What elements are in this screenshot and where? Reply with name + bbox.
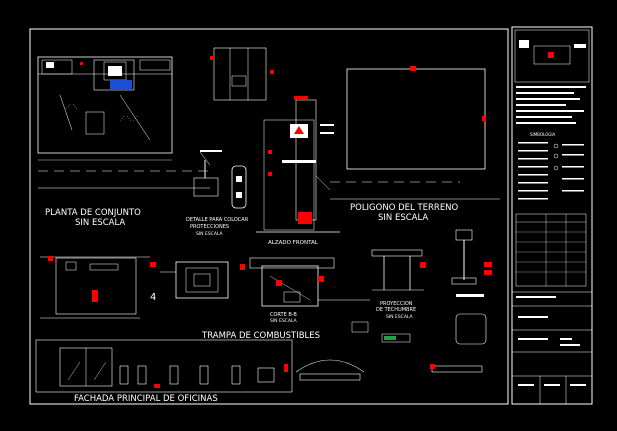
poligono-terreno-view: POLIGONO DEL TERRENO SIN ESCALA [330, 66, 500, 223]
proyeccion-title-1: PROYECCION [380, 301, 413, 307]
svg-text:⋰ ⋱ ⋰: ⋰ ⋱ ⋰ [120, 116, 138, 122]
detalle-scale: SIN ESCALA [196, 231, 224, 237]
poligono-title: POLIGONO DEL TERRENO [350, 203, 459, 213]
corte-bb-view: CORTE B-B SIN ESCALA TRAMPA DE COMBUSTIB… [201, 257, 370, 341]
detalle-title-2: PROTECCIONES [190, 224, 229, 230]
alzado-frontal-view: ALZADO FRONTAL [256, 96, 340, 246]
corte-scale: SIN ESCALA [270, 318, 298, 324]
title-block-border [511, 26, 593, 405]
planta-de-conjunto-view: ⋰ ⋱ ⋰ ⋱ ⋰ PLANTA DE CONJUNTO SIN ESCALA [37, 56, 210, 228]
title-block: SIMBOLOGIA [512, 29, 592, 404]
elevacion-lateral-view: 4 [40, 256, 156, 319]
proyeccion-techumbre-view: PROYECCION DE TECHUMBRE SIN ESCALA [371, 249, 426, 320]
fachada-principal-view: FACHADA PRINCIPAL DE OFICINAS [35, 339, 293, 404]
alzado-title: ALZADO FRONTAL [268, 240, 319, 246]
trampa-planta-view [160, 261, 245, 299]
planta-title: PLANTA DE CONJUNTO [45, 208, 141, 218]
simbologia-title: SIMBOLOGIA [530, 132, 556, 137]
poligono-scale: SIN ESCALA [378, 213, 428, 223]
detalle-columna-view [451, 229, 492, 297]
techumbre-elevacion-view [295, 313, 487, 381]
detalle-protecciones-view: DETALLE PARA COLOCAR PROTECCIONES SIN ES… [186, 47, 274, 237]
trampa-title: TRAMPA DE COMBUSTIBLES [201, 331, 320, 341]
fachada-title: FACHADA PRINCIPAL DE OFICINAS [74, 394, 218, 404]
proyeccion-title-2: DE TECHUMBRE [376, 307, 416, 313]
corte-title: CORTE B-B [270, 312, 297, 318]
proyeccion-scale: SIN ESCALA [386, 314, 414, 320]
planta-scale: SIN ESCALA [75, 218, 125, 228]
detalle-title-1: DETALLE PARA COLOCAR [186, 217, 249, 223]
sheet-border [29, 28, 509, 405]
svg-text:4: 4 [150, 292, 156, 303]
svg-text:⋰ ⋱: ⋰ ⋱ [66, 104, 78, 110]
